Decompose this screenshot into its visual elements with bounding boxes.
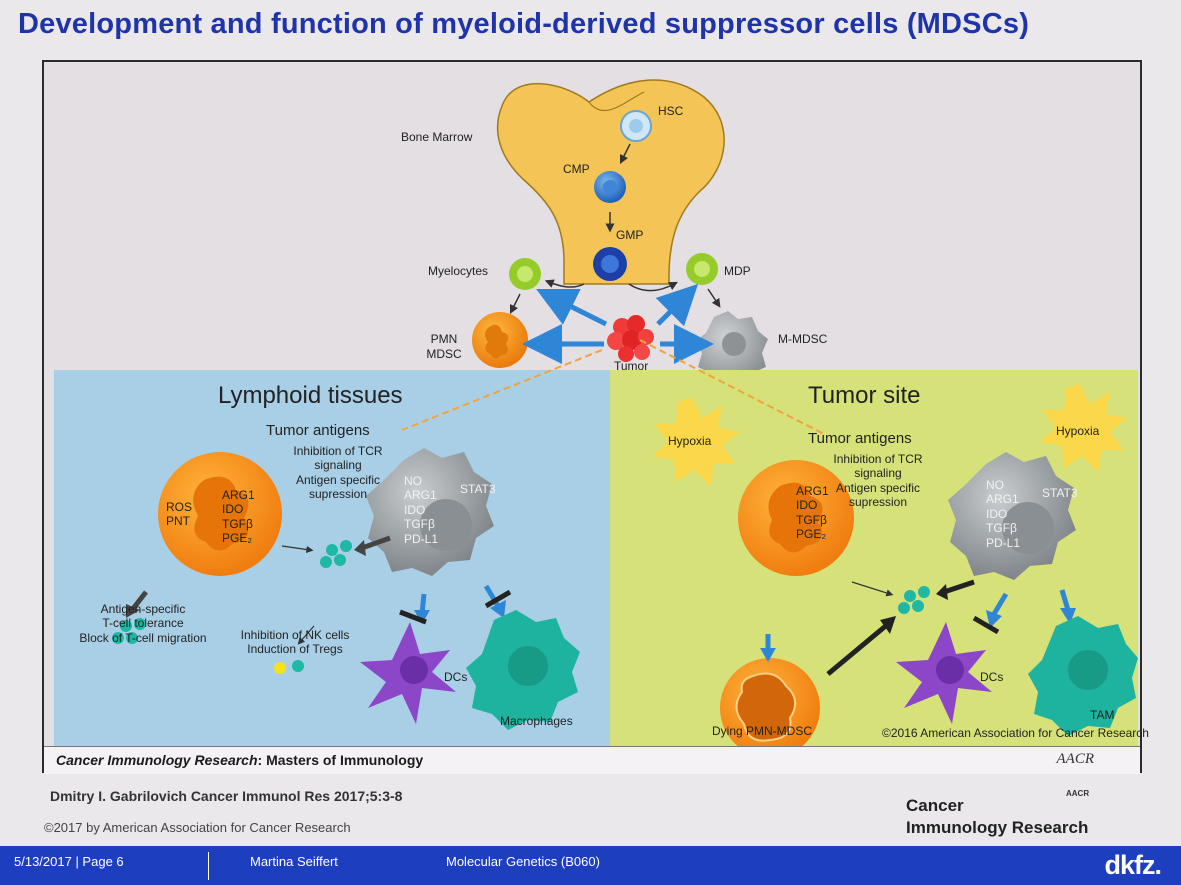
journal-name: Cancer Immunology Research	[56, 752, 258, 768]
hypoxia-label-left: Hypoxia	[668, 434, 712, 448]
footer-department: Molecular Genetics (B060)	[446, 854, 600, 869]
m-mdsc-label: M-MDSC	[778, 332, 828, 346]
pmn-mdsc-label: PMN MDSC	[426, 332, 462, 361]
dying-pmn-mdsc-label: Dying PMN-MDSC	[712, 724, 813, 738]
mdsc-figure: Bone Marrow HSC CMP GMP Myelocytes MDP P…	[42, 60, 1149, 774]
lymphoid-pmn-factors: ARG1 IDO TGFβ PGE₂	[222, 488, 255, 546]
macrophages-label: Macrophages	[500, 714, 573, 728]
bone-marrow-label: Bone Marrow	[401, 130, 473, 144]
myelocytes-label: Myelocytes	[428, 264, 489, 278]
tumor-label: Tumor	[614, 359, 649, 373]
tumor-site-stat3: STAT3	[1042, 486, 1078, 500]
lymphoid-tissues-panel: Lymphoid tissues Tumor antigens Inhibiti…	[54, 349, 610, 746]
hypoxia-sun-left	[652, 398, 740, 486]
lymphoid-drawing	[112, 349, 603, 730]
tumor-site-tumor-antigens: Tumor antigens	[808, 430, 912, 447]
tumor-site-drawing	[639, 339, 1138, 758]
tumor-site-title: Tumor site	[808, 382, 921, 409]
antigen-cluster-left	[112, 618, 146, 644]
antigen-cluster-center	[320, 540, 352, 568]
journal-credit: Cancer Immunology Research: Masters of I…	[56, 752, 423, 768]
journal-logo: Cancer Immunology Research	[906, 796, 1089, 838]
hypoxia-sun-right	[1040, 384, 1128, 472]
footer-author: Martina Seiffert	[250, 854, 338, 869]
lymphoid-tumor-antigens: Tumor antigens	[266, 422, 370, 439]
aacr-small-logo: AACR	[1066, 789, 1090, 798]
dkfz-logo: dkfz.	[1104, 850, 1162, 880]
footer-date-page: 5/13/2017 | Page 6	[14, 854, 124, 869]
tumor-site-m-factors: NO ARG1 IDO TGFβ PD-L1	[986, 478, 1021, 550]
cmp-label: CMP	[563, 162, 590, 176]
gmp-label: GMP	[616, 228, 644, 242]
journal-series: : Masters of Immunology	[257, 752, 424, 768]
figure-copyright: ©2016 American Association for Cancer Re…	[882, 726, 1149, 740]
hypoxia-label-right: Hypoxia	[1056, 424, 1100, 438]
slide-title: Development and function of myeloid-deri…	[18, 8, 1030, 40]
bone-marrow-drawing	[472, 79, 768, 385]
lymphoid-stat3: STAT3	[460, 482, 496, 496]
lymphoid-dcs-label: DCs	[444, 670, 468, 684]
tumor-site-panel: Tumor site Hypoxia Hypoxia Tumor antigen…	[610, 339, 1149, 758]
footer-bar: 5/13/2017 | Page 6 Martina Seiffert Mole…	[0, 846, 1181, 885]
nk-inhibition-text: Inhibition of NK cells Induction of Treg…	[240, 628, 350, 657]
tumor-site-pmn-factors: ARG1 IDO TGFβ PGE₂	[796, 484, 829, 542]
aacr-figure-logo: AACR	[1056, 751, 1095, 767]
copyright-line: ©2017 by American Association for Cancer…	[44, 820, 351, 835]
tumor-site-inhibition-text: Inhibition of TCR signaling Antigen spec…	[833, 452, 923, 510]
tam-label: TAM	[1090, 708, 1115, 722]
lymphoid-inhibition-text: Inhibition of TCR signaling Antigen spec…	[293, 444, 383, 502]
tumor-antigen-cluster	[898, 586, 930, 614]
journal-bar: Cancer Immunology Research: Masters of I…	[44, 746, 1140, 774]
hsc-label: HSC	[658, 104, 684, 118]
tumor-cluster	[607, 315, 654, 362]
lymphoid-title: Lymphoid tissues	[218, 382, 403, 409]
citation: Dmitry I. Gabrilovich Cancer Immunol Res…	[50, 788, 403, 804]
lymphoid-m-factors: NO ARG1 IDO TGFβ PD-L1	[404, 474, 439, 546]
antigen-dot	[292, 660, 304, 672]
mdp-label: MDP	[724, 264, 751, 278]
lymphoid-ros-pnt: ROS PNT	[166, 500, 193, 529]
footer-separator	[208, 852, 209, 880]
tcell-tolerance-text: Antigen-specific T-cell tolerance Block …	[79, 602, 207, 645]
tumor-site-dcs-label: DCs	[980, 670, 1004, 684]
nk-cell-dot	[274, 662, 286, 674]
